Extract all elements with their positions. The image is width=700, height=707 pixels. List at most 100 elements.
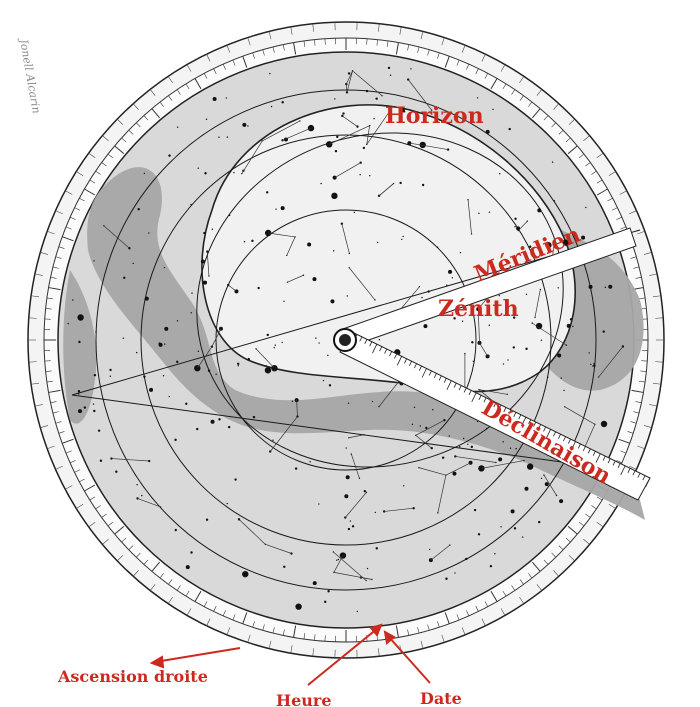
star [402,235,404,238]
star [205,518,209,521]
star [345,447,347,449]
scale-tick [46,380,53,383]
star [122,337,125,339]
constellation-line [238,519,266,545]
scale-tick [79,478,85,483]
star [136,497,139,500]
scale-tick [475,605,479,612]
ruler-tick [637,472,641,478]
star [247,357,251,361]
star [600,420,608,428]
star [185,402,188,405]
scale-tick [252,621,255,628]
outer-scale-tick [88,521,96,528]
scale-tick [50,401,57,404]
ruler-tick [577,443,581,449]
star [459,446,461,448]
ruler-tick [587,448,591,454]
ruler-tick [521,416,527,427]
star [459,251,462,254]
scale-tick [511,89,516,95]
star [454,572,456,574]
ruler-tick [632,470,636,476]
outer-scale-tick [76,504,84,509]
scale-tick [475,68,479,75]
star [411,423,414,426]
outer-scale-tick [206,54,211,62]
star [347,527,351,531]
scale-tick [176,585,181,591]
outer-scale-tick [167,596,173,604]
outer-scale-tick [553,570,560,577]
constellation-line [407,79,432,111]
constellation-line [346,70,353,93]
star [205,118,208,120]
star [510,509,515,514]
star [410,68,412,70]
outer-scale-tick [102,539,109,545]
outer-scale-tick [536,584,543,591]
star [526,463,534,470]
outer-scale-tick [652,295,661,298]
star [604,286,607,289]
star [132,262,134,265]
scale-tick [456,59,460,66]
scale-tick [551,122,557,128]
star [476,420,479,423]
scale-tick [143,559,149,565]
star [470,445,474,449]
star [559,499,564,504]
star [252,415,256,419]
scale-tick [282,44,285,51]
star [93,373,97,377]
ruler-tick [369,341,373,347]
star [401,238,403,241]
star [228,214,231,217]
star [563,389,565,392]
star [174,438,177,442]
hour-label: Heure [276,691,332,707]
star [185,565,190,570]
outer-scale-tick [312,23,314,32]
ruler-tick [553,431,556,437]
star [477,533,481,536]
star [337,558,340,561]
star [378,339,381,341]
star [237,362,240,365]
outer-scale-tick [102,135,109,141]
outer-scale-tick [441,37,445,46]
scale-tick [272,46,275,53]
star [585,206,587,209]
date-label: Date [420,689,462,707]
star [373,117,375,120]
scale-tick [62,438,74,444]
outer-scale-tick [655,361,664,363]
star [266,191,269,194]
star [190,203,192,206]
ruler-tick [458,385,462,391]
ruler-tick [404,358,407,364]
outer-scale-tick [481,618,486,626]
star [176,360,179,364]
star [461,320,464,322]
scale-tick [213,68,217,75]
scale-tick [490,590,498,602]
star [389,74,392,76]
star [144,296,149,301]
scale-tick [631,389,644,393]
constellation-line [348,267,376,301]
scale-tick [444,56,450,68]
constellation-line [287,274,304,283]
scale-tick [490,78,498,90]
star [163,266,166,269]
star [227,425,231,429]
ruler-tick [518,414,522,420]
scale-tick [558,129,564,135]
scale-tick [376,39,378,46]
star [560,377,562,379]
star [347,402,350,404]
star [234,478,237,481]
scale-tick [58,431,65,434]
constellation-line [137,498,161,508]
ruler-tick [428,370,432,376]
